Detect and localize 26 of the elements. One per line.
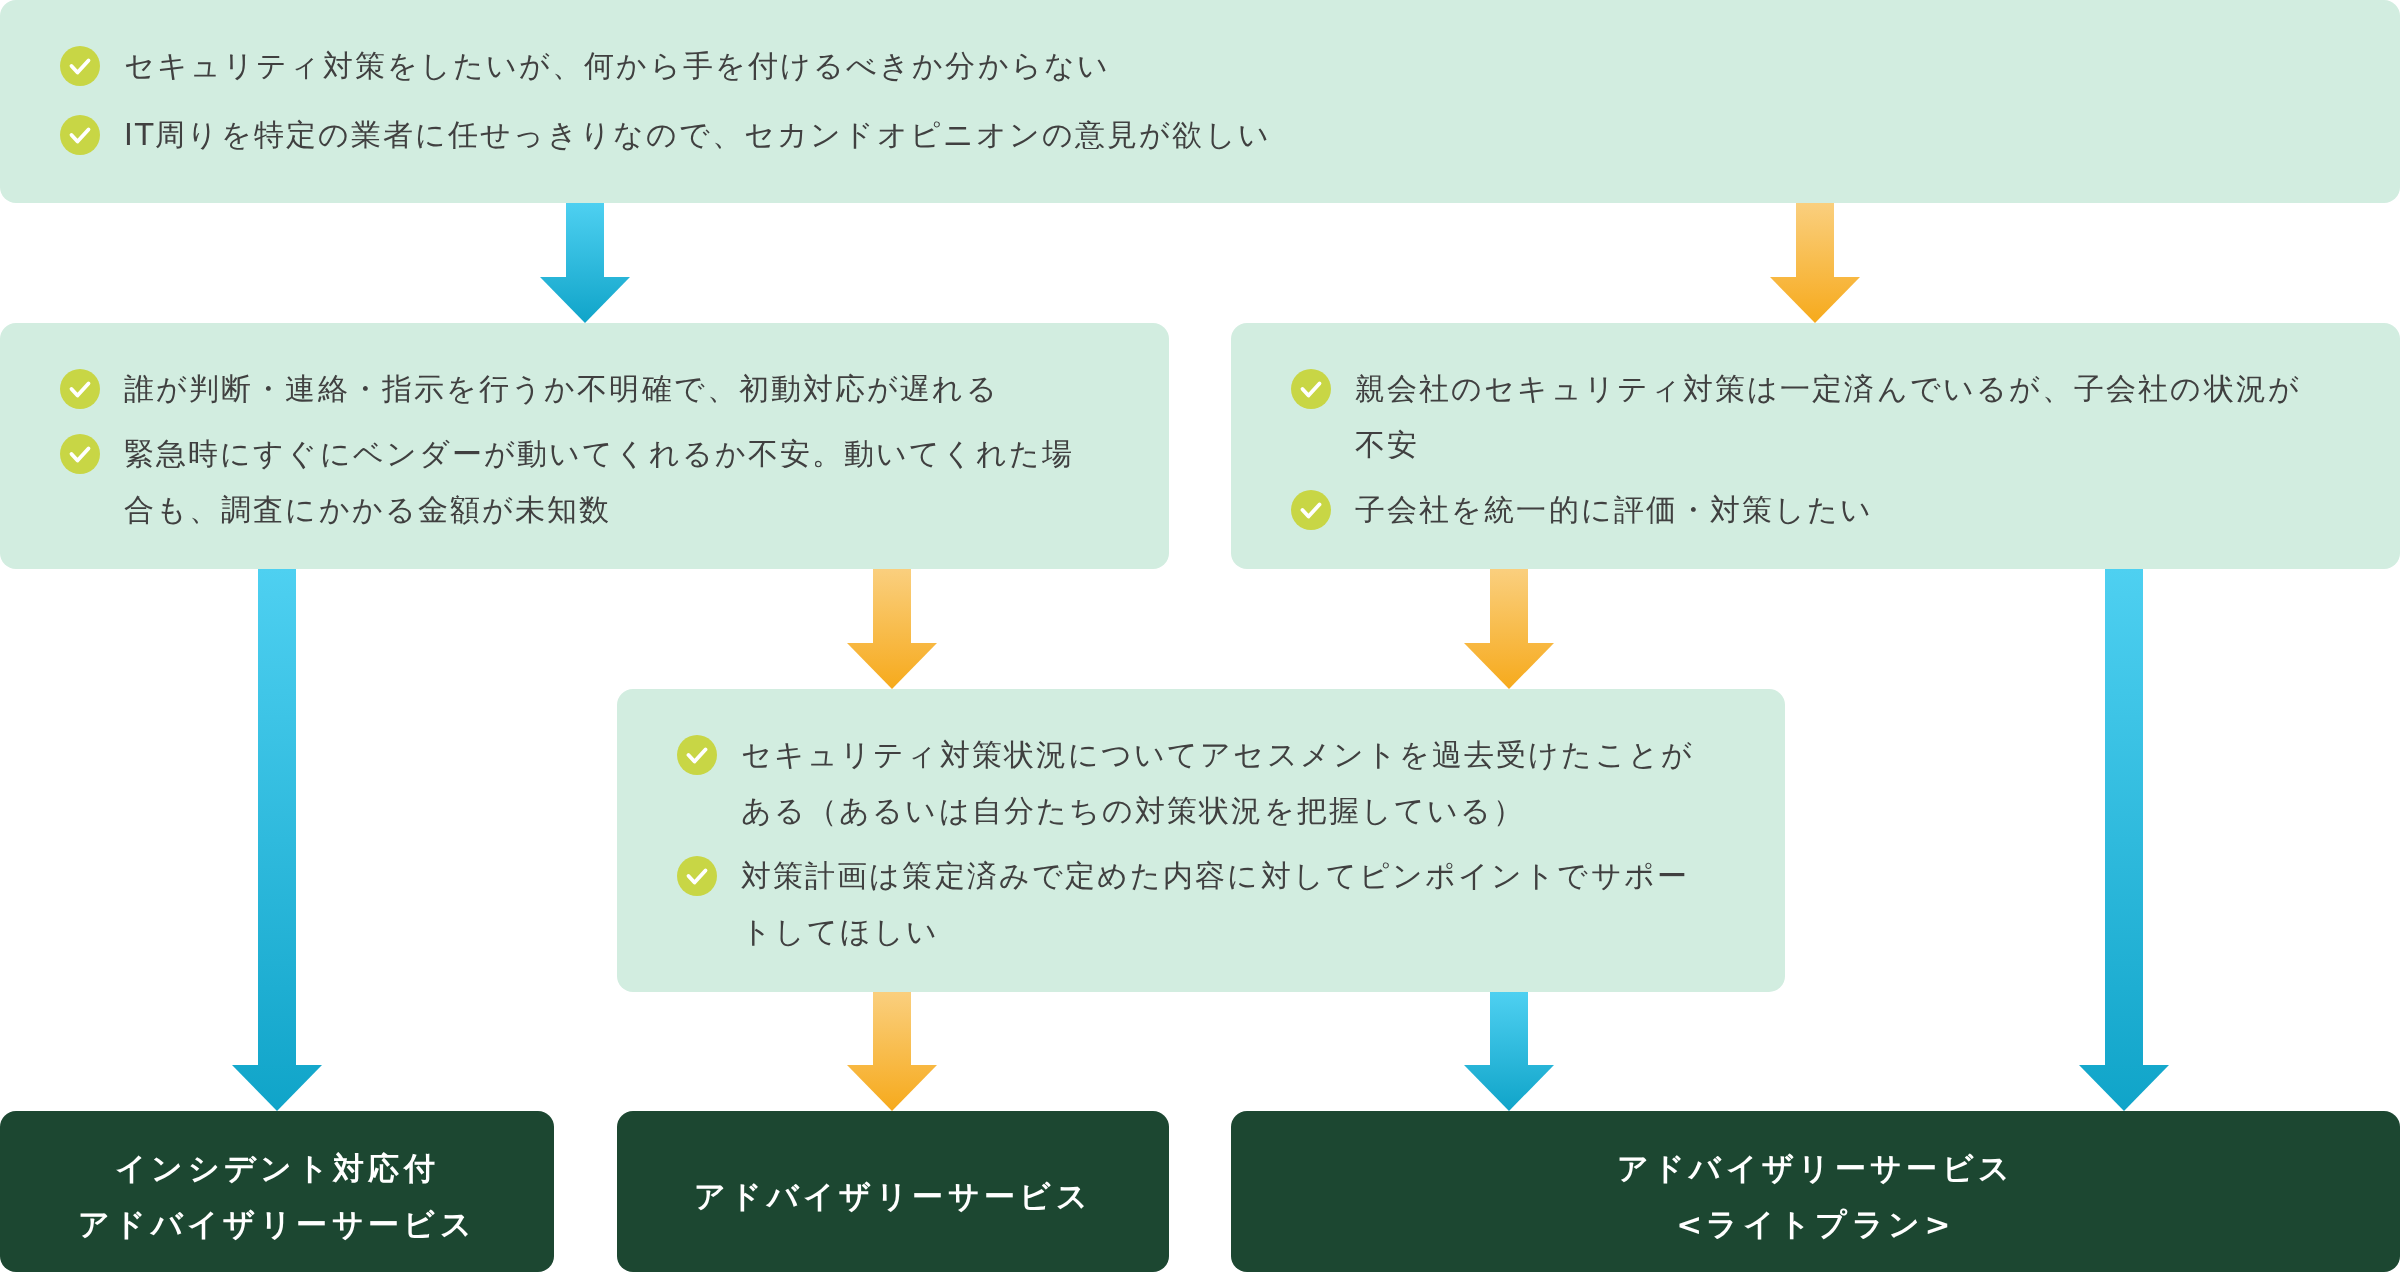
checklist-item: セキュリティ対策状況についてアセスメントを過去受けたことがある（あるいは自分たちの対策状況を把握している） [741,736,1695,830]
arrow [847,569,937,689]
checklist-box [1231,323,2400,569]
checklist-box [617,689,1785,992]
checklist-item: IT周りを特定の業者に任せっきりなので、セカンドオピニオンの意見が欲しい [124,116,1271,154]
title-text: アドバイザリーサービス [694,1176,1092,1216]
checklist-item: 誰が判断・連絡・指示を行うか不明確で、初動対応が遅れる [124,370,999,408]
arrow [847,992,937,1111]
arrow [232,569,322,1111]
checklist-box [0,0,2400,203]
arrow [1464,569,1554,689]
checklist-item: セキュリティ対策をしたいが、何から手を付けるべきか分からない [124,47,1110,85]
arrow [2079,569,2169,1111]
title-text: アドバイザリーサービス<ライトプラン> [1616,1148,2015,1244]
result-box [1231,1111,2400,1272]
checklist-item: 緊急時にすぐにベンダーが動いてくれるか不安。動いてくれた場合も、調査にかかる金額が未知数 [124,435,1075,529]
arrow [540,203,630,323]
checklist-item: 子会社を統一的に評価・対策したい [1355,491,1874,529]
checklist-box [0,323,1169,569]
arrow [1464,992,1554,1111]
title-text: インシデント対応付アドバイザリーサービス [78,1148,476,1244]
result-box [0,1111,554,1272]
checklist-item: 親会社のセキュリティ対策は一定済んでいるが、子会社の状況が不安 [1355,370,2302,464]
result-box [617,1111,1169,1272]
arrow [1770,203,1860,323]
checklist-item: 対策計画は策定済みで定めた内容に対してピンポイントでサポートしてほしい [741,857,1690,951]
